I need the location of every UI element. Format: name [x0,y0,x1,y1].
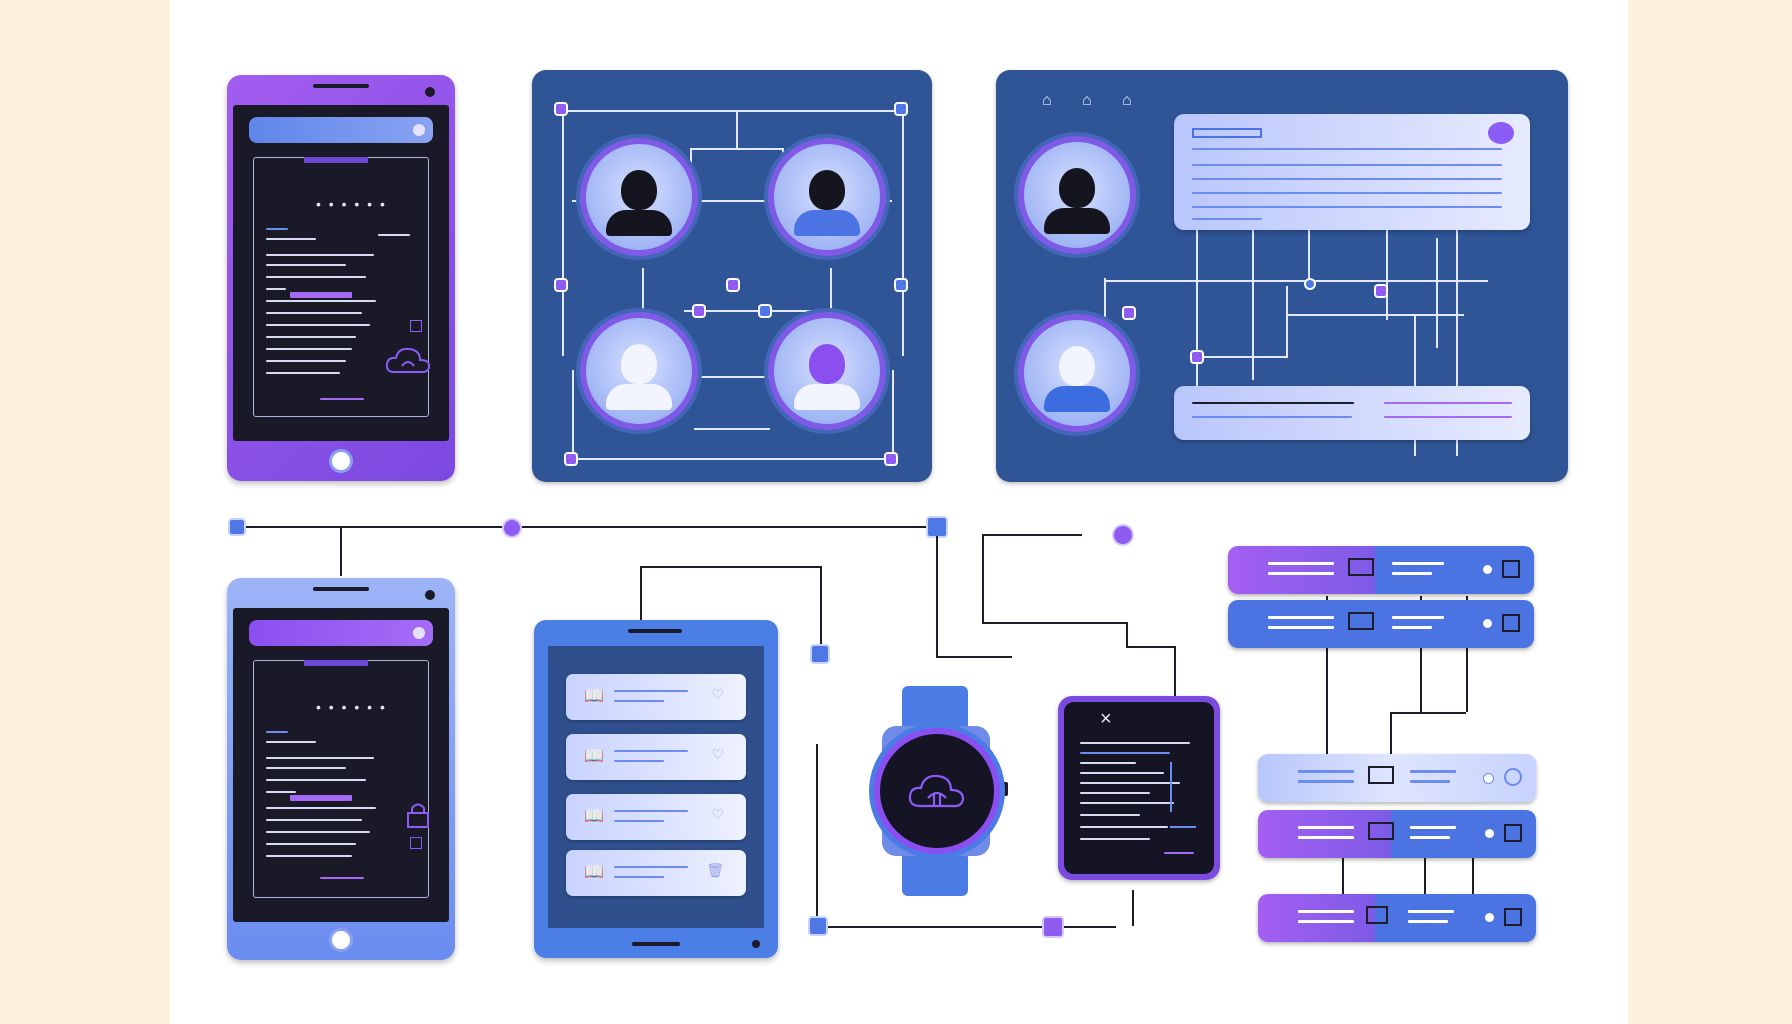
document-panel: • • • • • • [253,660,429,898]
tablet-screen: 📖 ♡ 📖 ♡ 📖 ♡ 📖 🗑 [548,646,764,928]
user-avatar-4[interactable] [768,312,886,430]
password-dots: • • • • • • [316,196,387,212]
profile-avatar-1[interactable] [1018,136,1136,254]
tab-icon-1[interactable]: ⌂ [1042,92,1052,109]
cloud-icon [385,347,431,374]
list-item[interactable]: 📖 🗑 [566,850,746,896]
server-icon [1348,612,1374,630]
compact-screen: × [1064,702,1214,874]
square-icon [1502,614,1520,632]
server-icon [1348,558,1374,576]
server-icon [1368,766,1394,784]
server-icon [1366,906,1388,924]
watch-strap-bottom [902,852,968,896]
book-open-icon: 📖 [584,864,604,881]
tab-icon-2[interactable]: ⌂ [1082,92,1092,109]
card-title-box [1192,128,1262,138]
user-avatar-2[interactable] [768,138,886,256]
profile-status-card [1174,386,1530,440]
connector-node [228,518,246,536]
server-icon [1368,822,1394,840]
heart-icon[interactable]: ♡ [711,746,724,762]
illustration-canvas: • • • • • • [170,0,1628,1024]
square-icon [1504,908,1522,926]
trash-icon[interactable]: 🗑 [706,862,724,878]
user-network-panel [532,70,932,482]
heart-icon[interactable]: ♡ [711,686,724,702]
lock-icon [407,803,429,828]
square-icon [1502,560,1520,578]
server-rack-2[interactable] [1228,600,1534,648]
square-icon [410,837,422,849]
server-rack-5[interactable] [1258,894,1536,942]
square-icon [1504,824,1522,842]
connector-line [236,526,938,528]
profile-detail-panel: ⌂ ⌂ ⌂ [996,70,1568,482]
tablet-device: 📖 ♡ 📖 ♡ 📖 ♡ 📖 🗑 [534,620,778,958]
cloud-icon [908,774,965,808]
tab-icon-3[interactable]: ⌂ [1122,92,1132,109]
user-avatar-3[interactable] [580,312,698,430]
password-dots: • • • • • • [316,699,387,715]
book-open-icon: 📖 [584,688,604,705]
home-button[interactable] [329,928,353,952]
chat-bubble-icon[interactable] [1488,122,1514,144]
phone-device-top: • • • • • • [227,75,455,481]
square-icon [410,320,422,332]
speaker [313,84,369,88]
phone-device-bottom: • • • • • • [227,578,455,960]
camera-icon [425,87,435,97]
heart-icon[interactable]: ♡ [711,806,724,822]
phone-screen: • • • • • • [233,608,449,922]
list-item[interactable]: 📖 ♡ [566,734,746,780]
profile-avatar-2[interactable] [1018,314,1136,432]
phone-screen: • • • • • • [233,105,449,441]
home-button[interactable] [329,449,353,473]
watch-face[interactable] [874,728,1000,854]
compact-device: × [1058,696,1220,880]
book-open-icon: 📖 [584,808,604,825]
close-icon[interactable]: × [1100,708,1112,730]
user-avatar-1[interactable] [580,138,698,256]
list-item[interactable]: 📖 ♡ [566,794,746,840]
profile-info-card [1174,114,1530,230]
server-rack-1[interactable] [1228,546,1534,594]
chat-icon [1504,768,1522,786]
list-item[interactable]: 📖 ♡ [566,674,746,720]
search-bar[interactable] [249,117,433,143]
book-open-icon: 📖 [584,748,604,765]
search-bar[interactable] [249,620,433,646]
document-panel: • • • • • • [253,157,431,417]
server-rack-4[interactable] [1258,810,1536,858]
watch-crown[interactable] [998,782,1008,796]
server-rack-3[interactable] [1258,754,1536,802]
